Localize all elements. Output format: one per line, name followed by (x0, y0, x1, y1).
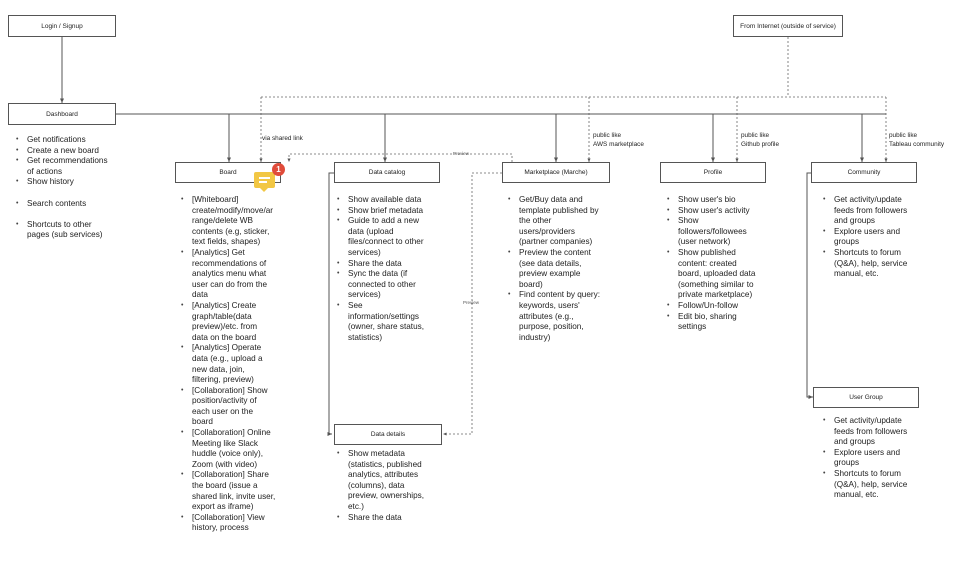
dashboard-list-item: Get notifications (16, 135, 126, 146)
community-node[interactable]: Community (811, 162, 917, 183)
data-catalog-features-list: Show available dataShow brief metadataGu… (337, 195, 449, 343)
tableau-community-label-line2: Tableau community (889, 141, 945, 148)
profile-list-item: Edit bio, sharing settings (667, 312, 779, 333)
board-list-item: [Whiteboard] create/modify/move/ar range… (181, 195, 293, 248)
board-list-item: [Collaboration] View history, process (181, 513, 293, 534)
marketplace-list-item: Find content by query: keywords, users' … (508, 290, 620, 343)
profile-features-list: Show user's bioShow user's activityShow … (667, 195, 779, 333)
from-internet-node[interactable]: From Internet (outside of service) (733, 15, 843, 37)
marketplace-list-item: Get/Buy data and template published by t… (508, 195, 620, 248)
catalog-list-item: Show available data (337, 195, 449, 206)
marketplace-features-list: Get/Buy data and template published by t… (508, 195, 620, 343)
dashboard-list-item: Get recommendations of actions (16, 156, 126, 177)
profile-list-item: Follow/Un-follow (667, 301, 779, 312)
marketplace-list-item: Preview the content (see data details, p… (508, 248, 620, 290)
board-list-item: [Analytics] Operate data (e.g., upload a… (181, 343, 293, 385)
board-features-list: [Whiteboard] create/modify/move/ar range… (181, 195, 293, 534)
comment-marker[interactable]: 1 (254, 163, 288, 192)
catalog-list-item: Sync the data (if connected to other ser… (337, 269, 449, 301)
github-profile-label-line2: Github profile (741, 141, 780, 148)
preview-top-label: Preview (453, 151, 470, 156)
catalog-list-item: See information/settings (owner, share s… (337, 301, 449, 343)
catalog-list-item: Share the data (337, 259, 449, 270)
dashboard-list-item: Shortcuts to other pages (sub services) (16, 220, 126, 241)
dashboard-features-list: Get notificationsCreate a new boardGet r… (16, 135, 126, 241)
data-details-node[interactable]: Data details (334, 424, 442, 445)
login-signup-node[interactable]: Login / Signup (8, 15, 116, 37)
details-list-item: Show metadata (statistics, published ana… (337, 449, 449, 513)
dashboard-list-item: Search contents (16, 199, 126, 210)
github-profile-label-line1: public like (741, 132, 770, 139)
usergroup-list-item: Explore users and groups (823, 448, 935, 469)
dashboard-node[interactable]: Dashboard (8, 103, 116, 125)
community-list-item: Get activity/update feeds from followers… (823, 195, 935, 227)
profile-node[interactable]: Profile (660, 162, 766, 183)
preview-side-label: Preview (463, 300, 480, 305)
user-group-node[interactable]: User Group (813, 387, 919, 408)
profile-list-item: Show user's bio (667, 195, 779, 206)
catalog-list-item: Show brief metadata (337, 206, 449, 217)
dashboard-list-item: Show history (16, 177, 126, 188)
user-group-features-list: Get activity/update feeds from followers… (823, 416, 935, 501)
community-list-item: Shortcuts to forum (Q&A), help, service … (823, 248, 935, 280)
dashboard-list-item (16, 188, 126, 199)
board-list-item: [Analytics] Create graph/table(data prev… (181, 301, 293, 343)
data-details-features-list: Show metadata (statistics, published ana… (337, 449, 449, 523)
comment-count-badge: 1 (272, 163, 285, 176)
board-list-item: [Collaboration] Share the board (issue a… (181, 470, 293, 512)
catalog-list-item: Guide to add a new data (upload files/co… (337, 216, 449, 258)
details-list-item: Share the data (337, 513, 449, 524)
usergroup-list-item: Shortcuts to forum (Q&A), help, service … (823, 469, 935, 501)
board-list-item: [Analytics] Get recommendations of analy… (181, 248, 293, 301)
community-list-item: Explore users and groups (823, 227, 935, 248)
dashboard-list-item: Create a new board (16, 146, 126, 157)
aws-marketplace-label-line1: public like (593, 132, 622, 139)
board-list-item: [Collaboration] Online Meeting like Slac… (181, 428, 293, 470)
community-features-list: Get activity/update feeds from followers… (823, 195, 935, 280)
aws-marketplace-label-line2: AWS marketplace (593, 141, 644, 148)
board-list-item: [Collaboration] Show position/activity o… (181, 386, 293, 428)
comment-icon (254, 172, 275, 192)
data-catalog-node[interactable]: Data catalog (334, 162, 440, 183)
via-shared-link-label: via shared link (262, 135, 303, 142)
profile-list-item: Show published content: created board, u… (667, 248, 779, 301)
usergroup-list-item: Get activity/update feeds from followers… (823, 416, 935, 448)
marketplace-node[interactable]: Marketplace (Marche) (502, 162, 610, 183)
dashboard-list-item (16, 209, 126, 220)
tableau-community-label-line1: public like (889, 132, 918, 139)
profile-list-item: Show followers/followees (user network) (667, 216, 779, 248)
profile-list-item: Show user's activity (667, 206, 779, 217)
